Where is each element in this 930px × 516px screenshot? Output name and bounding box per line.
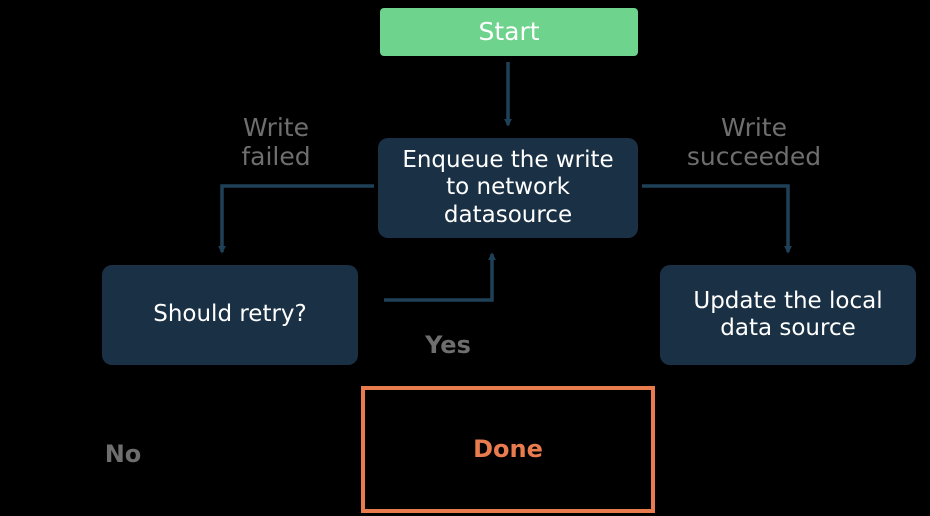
node-should-retry[interactable]: Should retry? <box>102 265 358 365</box>
node-done-label: Done <box>473 435 543 464</box>
node-enqueue[interactable]: Enqueue the write to network datasource <box>378 138 638 238</box>
edge-label-write-failed: Write failed <box>241 113 311 171</box>
edge-label-write-succeeded: Write succeeded <box>686 113 822 171</box>
node-update-local-data-source[interactable]: Update the local data source <box>660 265 916 365</box>
node-start-label: Start <box>478 17 540 47</box>
node-done[interactable]: Done <box>361 386 655 513</box>
node-start[interactable]: Start <box>380 8 638 56</box>
edge-enqueue-to-update <box>642 184 792 254</box>
edge-label-no: No <box>104 440 142 468</box>
edge-enqueue-to-retry <box>218 184 374 254</box>
node-update-local-data-source-label: Update the local data source <box>693 287 883 341</box>
node-enqueue-label: Enqueue the write to network datasource <box>402 147 614 228</box>
edge-label-yes: Yes <box>425 331 471 359</box>
edge-retry-to-enqueue-yes <box>384 252 496 302</box>
node-should-retry-label: Should retry? <box>153 301 307 328</box>
